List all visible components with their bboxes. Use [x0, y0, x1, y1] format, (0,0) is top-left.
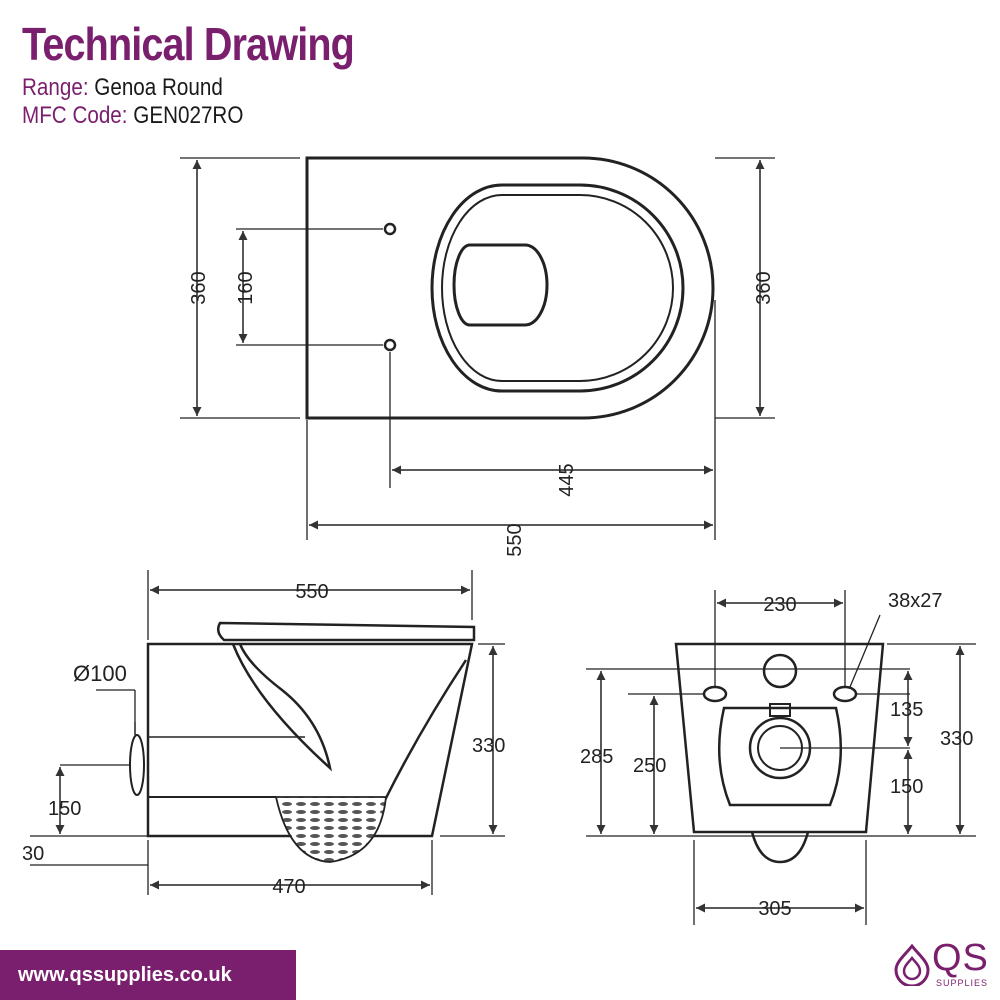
- bowl-outline: [305, 156, 715, 420]
- water-trap: [274, 796, 387, 863]
- range-line: Range: Genoa Round: [22, 74, 354, 102]
- inlet-hole: [762, 653, 798, 689]
- top-view: [180, 156, 775, 540]
- fixing-hole-lower: [383, 338, 397, 352]
- dim-text-285: 285: [580, 746, 613, 768]
- pan-body: [146, 642, 474, 838]
- range-label: Range:: [22, 74, 89, 101]
- brand-subtitle: SUPPLIES: [936, 978, 989, 988]
- dim-text-550-top: 550: [504, 523, 526, 556]
- code-value: GEN027RO: [133, 102, 244, 129]
- dim-text-445: 445: [556, 463, 578, 496]
- dim-text-150-side: 150: [48, 798, 81, 820]
- brand-name: QS: [932, 937, 989, 979]
- bowl-inner: [383, 659, 468, 801]
- rear-base-bulge: [750, 831, 810, 864]
- dim-text-360-right: 360: [753, 271, 775, 304]
- qs-logo-icon: [894, 943, 930, 986]
- footer-bar: www.qssupplies.co.uk: [0, 950, 296, 1000]
- header: Technical Drawing Range: Genoa Round MFC…: [22, 14, 408, 130]
- outlet-pipe: [129, 734, 145, 796]
- seat-lid: [216, 621, 476, 642]
- dim-text-360-left: 360: [188, 271, 210, 304]
- dim-text-330-rear: 330: [940, 728, 973, 750]
- brand-logo: QS SUPPLIES: [890, 938, 995, 993]
- dim-text-diameter: Ø100: [73, 661, 127, 686]
- dim-text-38x27: 38x27: [888, 590, 943, 612]
- dim-text-250: 250: [633, 755, 666, 777]
- dim-text-330-side: 330: [472, 735, 505, 757]
- fixing-slot-right: [832, 685, 858, 703]
- side-view: [30, 570, 505, 895]
- dim-text-550-side: 550: [295, 581, 328, 603]
- dim-text-470: 470: [272, 876, 305, 898]
- code-line: MFC Code: GEN027RO: [22, 102, 354, 130]
- outlet-housing: [717, 706, 843, 807]
- dim-text-30: 30: [22, 843, 44, 865]
- dim-text-135: 135: [890, 699, 923, 721]
- bowl-well: [452, 243, 549, 327]
- range-value: Genoa Round: [94, 74, 223, 101]
- dim-text-160: 160: [235, 271, 257, 304]
- fixing-slot-left: [702, 685, 728, 703]
- trap-curve: [231, 643, 333, 772]
- dim-text-150-rear: 150: [890, 776, 923, 798]
- rim-inner: [441, 194, 674, 382]
- page-title: Technical Drawing: [22, 18, 355, 70]
- website-link[interactable]: www.qssupplies.co.uk: [18, 963, 232, 986]
- rim-outer: [430, 183, 685, 393]
- code-label: MFC Code:: [22, 102, 128, 129]
- fixing-hole-upper: [383, 222, 397, 236]
- dim-text-305: 305: [758, 898, 791, 920]
- rear-outline: [674, 642, 885, 834]
- rear-view: [586, 590, 976, 925]
- dim-text-230: 230: [763, 594, 796, 616]
